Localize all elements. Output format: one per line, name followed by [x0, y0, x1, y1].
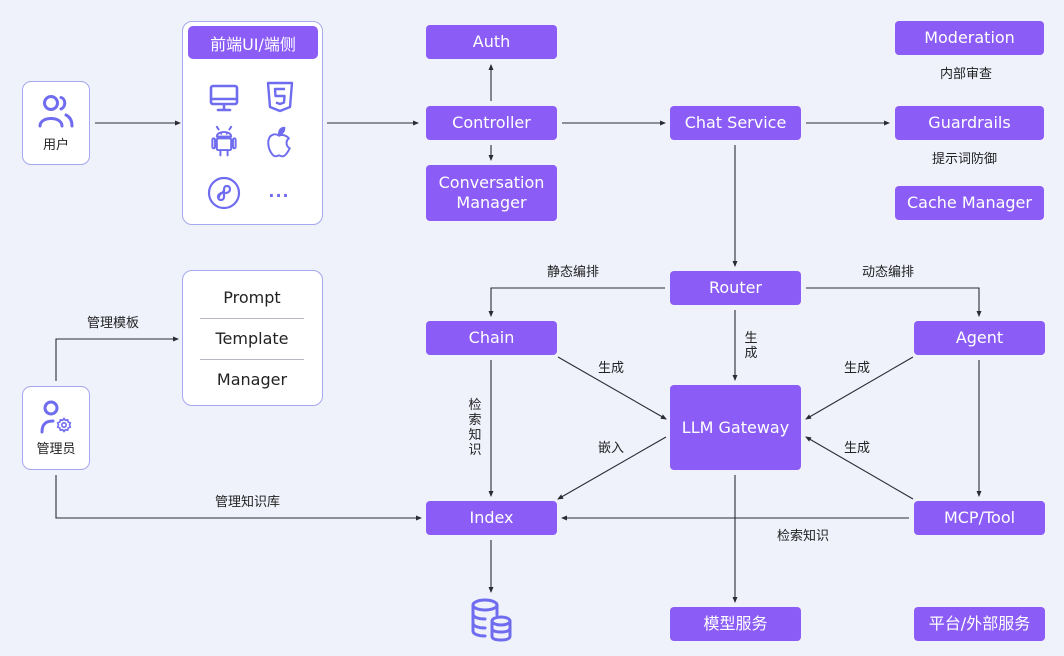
- frontend-title: 前端UI/端侧: [188, 26, 318, 59]
- label-embed: 嵌入: [598, 441, 625, 456]
- edge-admin-template: [55, 336, 179, 381]
- auth-node[interactable]: Auth: [426, 25, 557, 59]
- prompt-template-manager[interactable]: [182, 270, 323, 406]
- chain-node[interactable]: Chain: [426, 321, 557, 355]
- divider: [200, 359, 304, 360]
- moderation-node[interactable]: Moderation: [895, 21, 1044, 55]
- label-manage-knowledge: 管理知识库: [215, 495, 281, 510]
- router-node[interactable]: Router: [670, 271, 801, 305]
- mcp-tool-node[interactable]: MCP/Tool: [914, 501, 1045, 535]
- html5-icon[interactable]: [263, 80, 297, 114]
- divider: [200, 318, 304, 319]
- user-label: 用户: [42, 137, 69, 153]
- llm-gateway-node[interactable]: LLM Gateway: [670, 385, 801, 470]
- mini-program-icon[interactable]: [207, 176, 241, 210]
- edge-agent-llm: [805, 356, 914, 420]
- label-manage-templates: 管理模板: [87, 316, 140, 331]
- cache-manager-node[interactable]: Cache Manager: [895, 186, 1044, 220]
- label-router-generate: 生成: [744, 331, 758, 361]
- template-line-manager: Manager: [216, 369, 288, 389]
- guardrails-note: 提示词防御: [932, 152, 998, 167]
- agent-node[interactable]: Agent: [914, 321, 1045, 355]
- label-chain-retrieve: 检索知识: [468, 398, 482, 458]
- platform-service-node[interactable]: 平台/外部服务: [914, 607, 1045, 641]
- model-service-node[interactable]: 模型服务: [670, 607, 801, 641]
- label-static-orchestration: 静态编排: [547, 265, 600, 280]
- guardrails-node[interactable]: Guardrails: [895, 106, 1044, 140]
- template-line-prompt: Prompt: [223, 287, 281, 307]
- edge-llm-index: [557, 436, 667, 500]
- label-mcp-generate: 生成: [844, 441, 871, 456]
- user-gear-icon: [40, 400, 72, 433]
- user-actor[interactable]: 用户: [22, 81, 90, 165]
- index-node[interactable]: Index: [426, 501, 557, 535]
- apple-icon[interactable]: [262, 125, 296, 159]
- edge-router-agent: [806, 287, 982, 317]
- label-mcp-retrieve: 检索知识: [777, 529, 830, 544]
- edge-mcp-llm: [805, 436, 914, 500]
- controller-node[interactable]: Controller: [426, 106, 557, 140]
- label-agent-generate: 生成: [844, 361, 871, 376]
- database-icon: [471, 598, 512, 642]
- android-icon[interactable]: [207, 125, 241, 159]
- admin-actor[interactable]: 管理员: [22, 386, 90, 470]
- edge-admin-index: [55, 475, 422, 521]
- edge-chain-llm: [557, 356, 667, 420]
- label-dynamic-orchestration: 动态编排: [862, 265, 915, 280]
- users-icon: [38, 94, 74, 127]
- desktop-icon[interactable]: [207, 81, 241, 115]
- chat-service-node[interactable]: Chat Service: [670, 106, 801, 140]
- template-line-template: Template: [215, 328, 289, 348]
- label-chain-generate: 生成: [598, 361, 625, 376]
- more-icon[interactable]: ...: [268, 182, 290, 201]
- conversation-manager-node[interactable]: Conversation Manager: [426, 165, 557, 221]
- edge-router-chain: [488, 287, 665, 317]
- moderation-note: 内部审查: [940, 67, 993, 82]
- admin-label: 管理员: [36, 441, 76, 457]
